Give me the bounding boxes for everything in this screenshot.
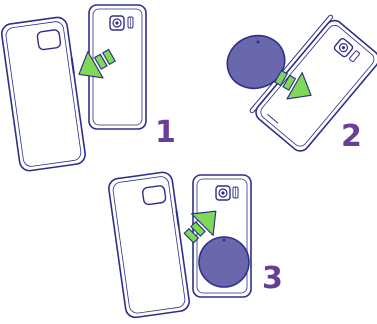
green-arrow-icon — [183, 210, 217, 244]
step-number: 2 — [341, 119, 362, 154]
metal-plate-disc-icon — [226, 34, 286, 90]
green-arrow-icon — [78, 48, 116, 79]
step-2: 2 — [226, 14, 377, 154]
phone-case-icon — [108, 171, 190, 319]
phone-case-icon — [0, 16, 86, 172]
step-number: 3 — [262, 261, 283, 296]
step-3: 3 — [108, 171, 283, 319]
phone-icon — [88, 4, 147, 130]
step-1: 1 — [0, 4, 176, 172]
metal-plate-disc-icon — [198, 236, 250, 288]
phone-icon — [249, 14, 377, 152]
green-arrow-icon — [274, 69, 312, 100]
step-number: 1 — [155, 115, 176, 150]
